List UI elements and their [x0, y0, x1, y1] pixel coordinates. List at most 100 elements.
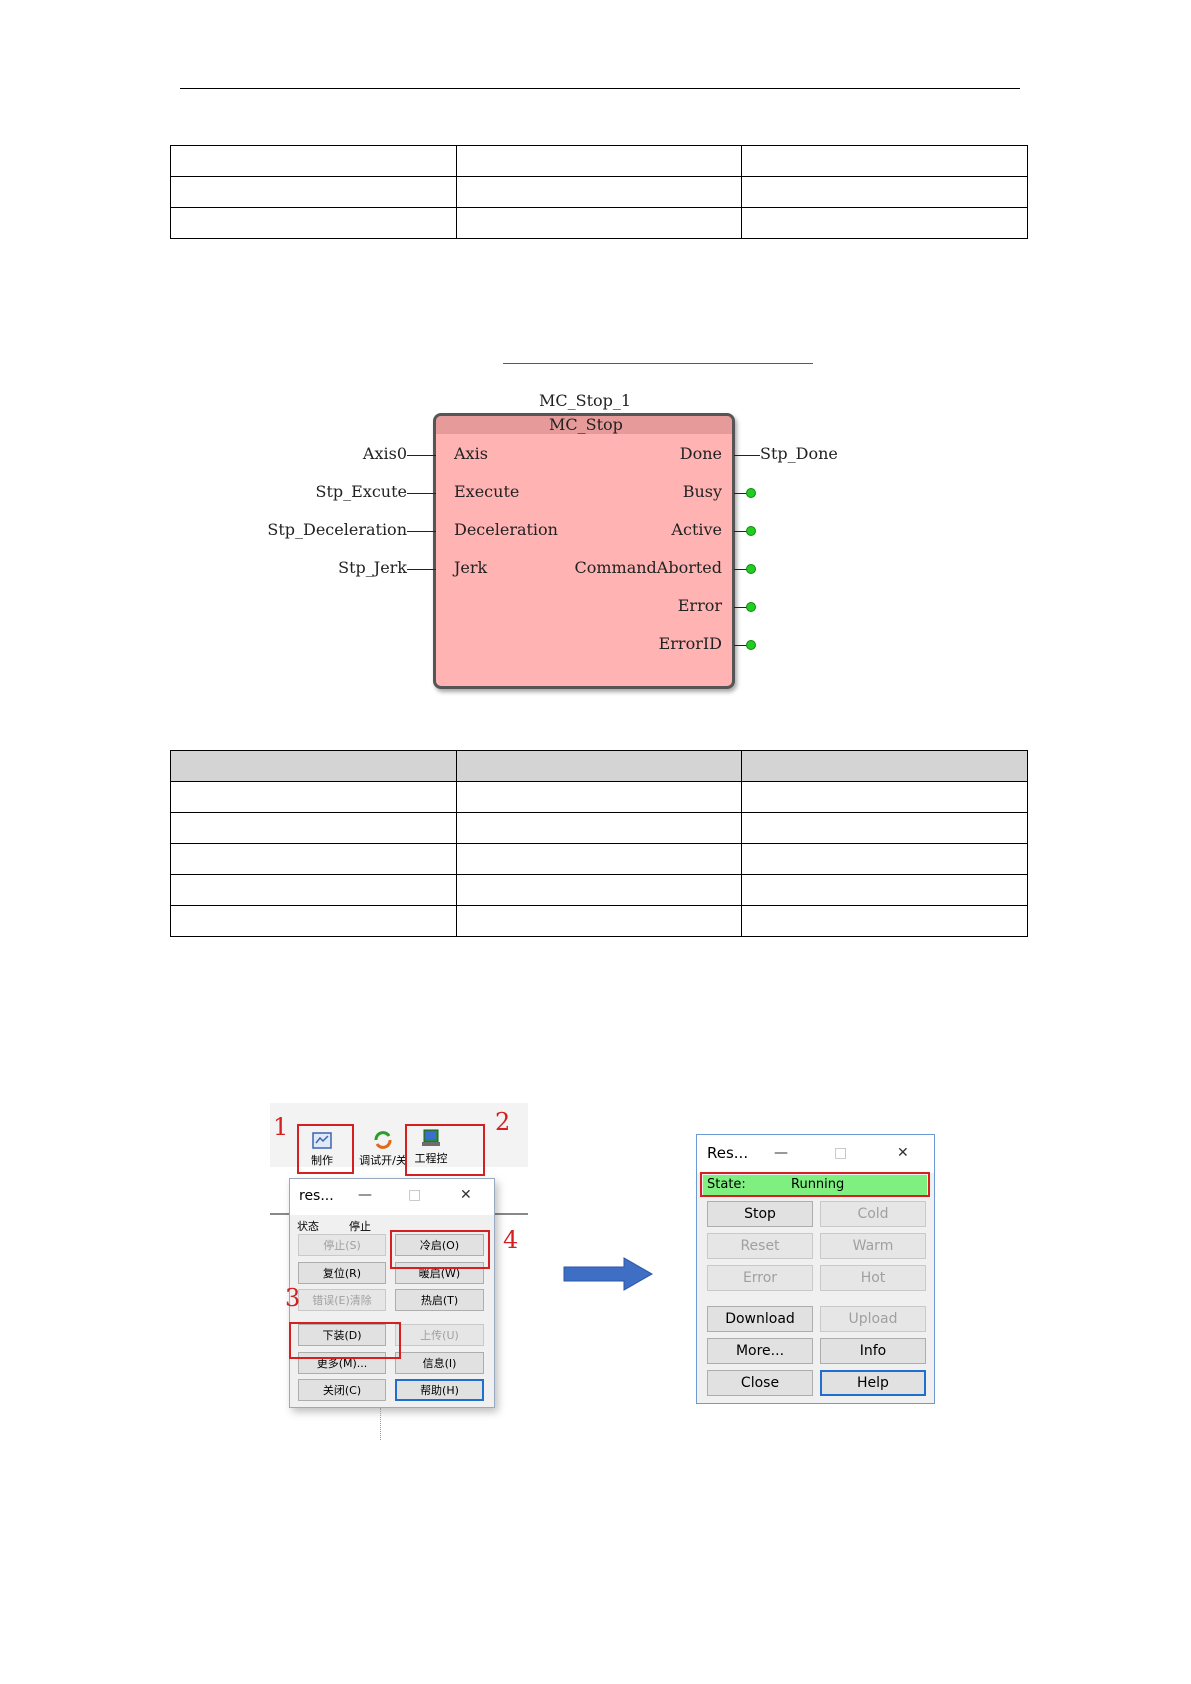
- table-row: [170, 781, 1028, 813]
- state-value: Running: [791, 1177, 845, 1192]
- table-2: [170, 750, 1028, 937]
- state-label: State:: [707, 1177, 746, 1192]
- fb-input-wire: [407, 569, 436, 570]
- highlight-build: [297, 1124, 354, 1174]
- highlight-project-control: [405, 1124, 485, 1176]
- table-1: [170, 145, 1028, 239]
- close-icon[interactable]: ✕: [897, 1145, 909, 1161]
- fb-input-pin: Jerk: [454, 558, 488, 577]
- fb-output-wire: [734, 493, 751, 494]
- link-underline: [503, 363, 813, 364]
- fb-output-pin: Active: [671, 520, 722, 539]
- close-button[interactable]: 关闭(C): [298, 1379, 386, 1401]
- fb-output-pin: Error: [677, 596, 722, 615]
- fb-input-pin: Axis: [454, 444, 488, 463]
- fb-instance-name: MC_Stop_1: [539, 391, 632, 410]
- fb-input-wire: [407, 455, 436, 456]
- fb-input-variable: Stp_Deceleration: [267, 520, 407, 539]
- state-bar: State: Running: [703, 1175, 927, 1195]
- fb-output-pin: CommandAborted: [574, 558, 722, 577]
- build-button[interactable]: 制作: [300, 1130, 344, 1168]
- dialog-title: res...: [299, 1188, 334, 1204]
- fb-type-bar: [436, 416, 732, 434]
- fb-output-dot: [746, 602, 756, 612]
- step-number: 1: [273, 1113, 289, 1141]
- warm-button[interactable]: Warm: [820, 1233, 926, 1259]
- download-button[interactable]: Download: [707, 1306, 813, 1332]
- header-rule: [180, 88, 1020, 89]
- stop-button[interactable]: Stop: [707, 1201, 813, 1227]
- fb-output-wire: [734, 607, 751, 608]
- hot-button[interactable]: Hot: [820, 1265, 926, 1291]
- highlight-download: [289, 1322, 401, 1359]
- table-header-row: [170, 750, 1028, 782]
- info-button[interactable]: Info: [820, 1338, 926, 1364]
- error-button[interactable]: Error: [707, 1265, 813, 1291]
- fb-output-dot: [746, 640, 756, 650]
- step-number: 4: [503, 1226, 519, 1254]
- table-row: [170, 812, 1028, 844]
- fb-input-pin: Deceleration: [454, 520, 558, 539]
- info-button[interactable]: 信息(I): [395, 1352, 484, 1374]
- more-button[interactable]: More...: [707, 1338, 813, 1364]
- table-row: [170, 843, 1028, 875]
- highlight-state: [700, 1172, 930, 1197]
- project-control-button[interactable]: 工程控: [408, 1128, 454, 1166]
- table-row: [170, 874, 1028, 906]
- fb-output-pin: Busy: [682, 482, 722, 501]
- table-row: [170, 145, 1028, 177]
- table-row: [170, 207, 1028, 239]
- maximize-icon[interactable]: □: [408, 1187, 422, 1203]
- stop-button[interactable]: 停止(S): [298, 1234, 386, 1256]
- fb-body: [433, 413, 735, 689]
- fb-type-name: MC_Stop: [549, 415, 623, 434]
- project-control-icon: [422, 1129, 440, 1146]
- right-arrow-icon: [563, 1257, 654, 1291]
- fb-input-variable: Stp_Excute: [315, 482, 408, 501]
- fb-output-pin: Done: [679, 444, 722, 463]
- fb-input-variable: Axis0: [362, 444, 407, 463]
- result-dialog: Res... — □ ✕ State: Running Stop Cold Re…: [696, 1134, 935, 1404]
- reset-button[interactable]: 复位(R): [298, 1262, 386, 1284]
- clear-error-button[interactable]: 错误(E)清除: [298, 1289, 386, 1311]
- cold-start-button[interactable]: 冷启(O): [395, 1234, 484, 1256]
- reset-button[interactable]: Reset: [707, 1233, 813, 1259]
- fb-input-variable: Stp_Jerk: [338, 558, 407, 577]
- fb-output-dot: [746, 488, 756, 498]
- close-icon[interactable]: ✕: [460, 1187, 472, 1203]
- hot-start-button[interactable]: 热启(T): [395, 1289, 484, 1311]
- refresh-icon: [374, 1131, 392, 1149]
- upload-button[interactable]: 上传(U): [395, 1324, 484, 1346]
- close-button[interactable]: Close: [707, 1370, 813, 1396]
- help-button[interactable]: 帮助(H): [395, 1379, 484, 1401]
- fb-input-pin: Execute: [454, 482, 520, 501]
- project-control-label: 工程控: [414, 1152, 448, 1165]
- upload-button[interactable]: Upload: [820, 1306, 926, 1332]
- fb-output-dot: [746, 564, 756, 574]
- cold-button[interactable]: Cold: [820, 1201, 926, 1227]
- minimize-icon[interactable]: —: [358, 1187, 372, 1203]
- fb-output-wire: [734, 531, 751, 532]
- fb-output-wire: [734, 645, 751, 646]
- result-dialog-titlebar: Res... — □ ✕: [697, 1135, 934, 1173]
- maximize-icon[interactable]: □: [834, 1145, 848, 1161]
- step-number: 2: [495, 1108, 511, 1136]
- debug-toggle-button[interactable]: 调试开/关: [355, 1130, 411, 1168]
- fb-input-wire: [407, 493, 436, 494]
- highlight-cold-start: [390, 1230, 490, 1269]
- table-row: [170, 176, 1028, 208]
- download-button[interactable]: 下装(D): [298, 1324, 386, 1346]
- state-value: 停止: [349, 1220, 371, 1233]
- dialog-titlebar: res... — □ ✕: [290, 1179, 494, 1215]
- help-button[interactable]: Help: [820, 1370, 926, 1396]
- step-number: 3: [285, 1284, 301, 1312]
- fb-output-variable: Stp_Done: [760, 444, 838, 463]
- fb-output-pin: ErrorID: [658, 634, 722, 653]
- fb-input-wire: [407, 531, 436, 532]
- control-dialog: res... — □ ✕ 状态 停止 停止(S) 冷启(O) 复位(R) 暖启(…: [289, 1178, 495, 1408]
- build-label: 制作: [311, 1154, 333, 1167]
- state-label: 状态: [297, 1220, 319, 1233]
- minimize-icon[interactable]: —: [774, 1145, 788, 1161]
- result-dialog-title: Res...: [707, 1144, 749, 1162]
- dotted-guide: [380, 1408, 381, 1440]
